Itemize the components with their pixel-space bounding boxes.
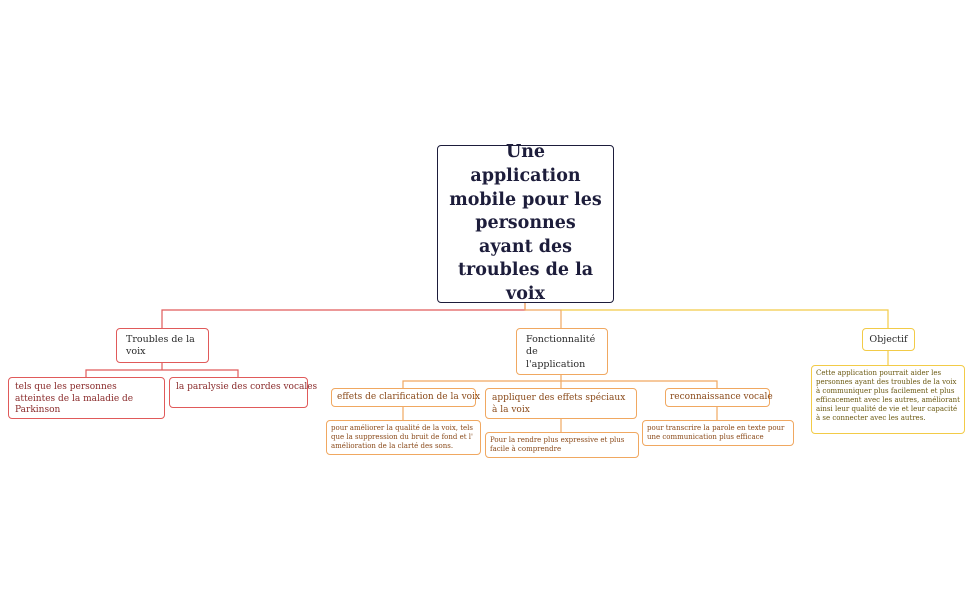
- subtopic-effets-speciaux-text: appliquer des effets spéciaux à la voix: [492, 393, 626, 415]
- subtopic-paralysie-text: la paralysie des cordes vocales: [176, 382, 318, 392]
- detail-effets-speciaux-text: Pour la rendre plus expressive et plus f…: [490, 436, 625, 454]
- detail-reconnaissance-text: pour transcrire la parole en texte pour …: [647, 424, 785, 442]
- topic-fonctionnalite-text: Fonctionnalité de l'application: [526, 334, 596, 370]
- connector-root-fonctionnalite: [524, 303, 562, 328]
- topic-troubles[interactable]: Troubles de la voix: [116, 328, 209, 363]
- connector-root-objectif: [561, 309, 889, 328]
- connector-root-troubles: [161, 303, 526, 328]
- subtopic-effets-speciaux[interactable]: appliquer des effets spéciaux à la voix: [485, 388, 637, 419]
- topic-troubles-text: Troubles de la voix: [126, 334, 195, 358]
- detail-objectif[interactable]: Cette application pourrait aider les per…: [811, 365, 965, 434]
- subtopic-clarification-text: effets de clarification de la voix: [337, 392, 481, 402]
- root-topic[interactable]: Une application mobile pour les personne…: [437, 142, 614, 304]
- root-topic-text: Une application mobile pour les personne…: [449, 142, 602, 305]
- subtopic-parkinson[interactable]: tels que les personnes atteintes de la m…: [8, 377, 165, 419]
- detail-clarification-text: pour améliorer la qualité de la voix, te…: [331, 424, 474, 451]
- connector-fonctionnalite-children: [402, 375, 718, 388]
- topic-objectif[interactable]: Objectif: [862, 328, 915, 351]
- subtopic-clarification[interactable]: effets de clarification de la voix: [331, 388, 480, 407]
- detail-objectif-text: Cette application pourrait aider les per…: [816, 369, 960, 423]
- subtopic-reconnaissance-text: reconnaissance vocale: [670, 392, 773, 402]
- connector-troubles-children: [85, 363, 239, 377]
- subtopic-reconnaissance[interactable]: reconnaissance vocale: [665, 388, 773, 407]
- topic-fonctionnalite[interactable]: Fonctionnalité de l'application: [516, 328, 608, 375]
- detail-reconnaissance[interactable]: pour transcrire la parole en texte pour …: [642, 420, 794, 446]
- topic-objectif-text: Objectif: [869, 334, 908, 345]
- detail-effets-speciaux[interactable]: Pour la rendre plus expressive et plus f…: [485, 432, 639, 458]
- subtopic-paralysie[interactable]: la paralysie des cordes vocales: [169, 377, 317, 408]
- detail-clarification[interactable]: pour améliorer la qualité de la voix, te…: [326, 420, 481, 455]
- subtopic-parkinson-text: tels que les personnes atteintes de la m…: [15, 382, 134, 416]
